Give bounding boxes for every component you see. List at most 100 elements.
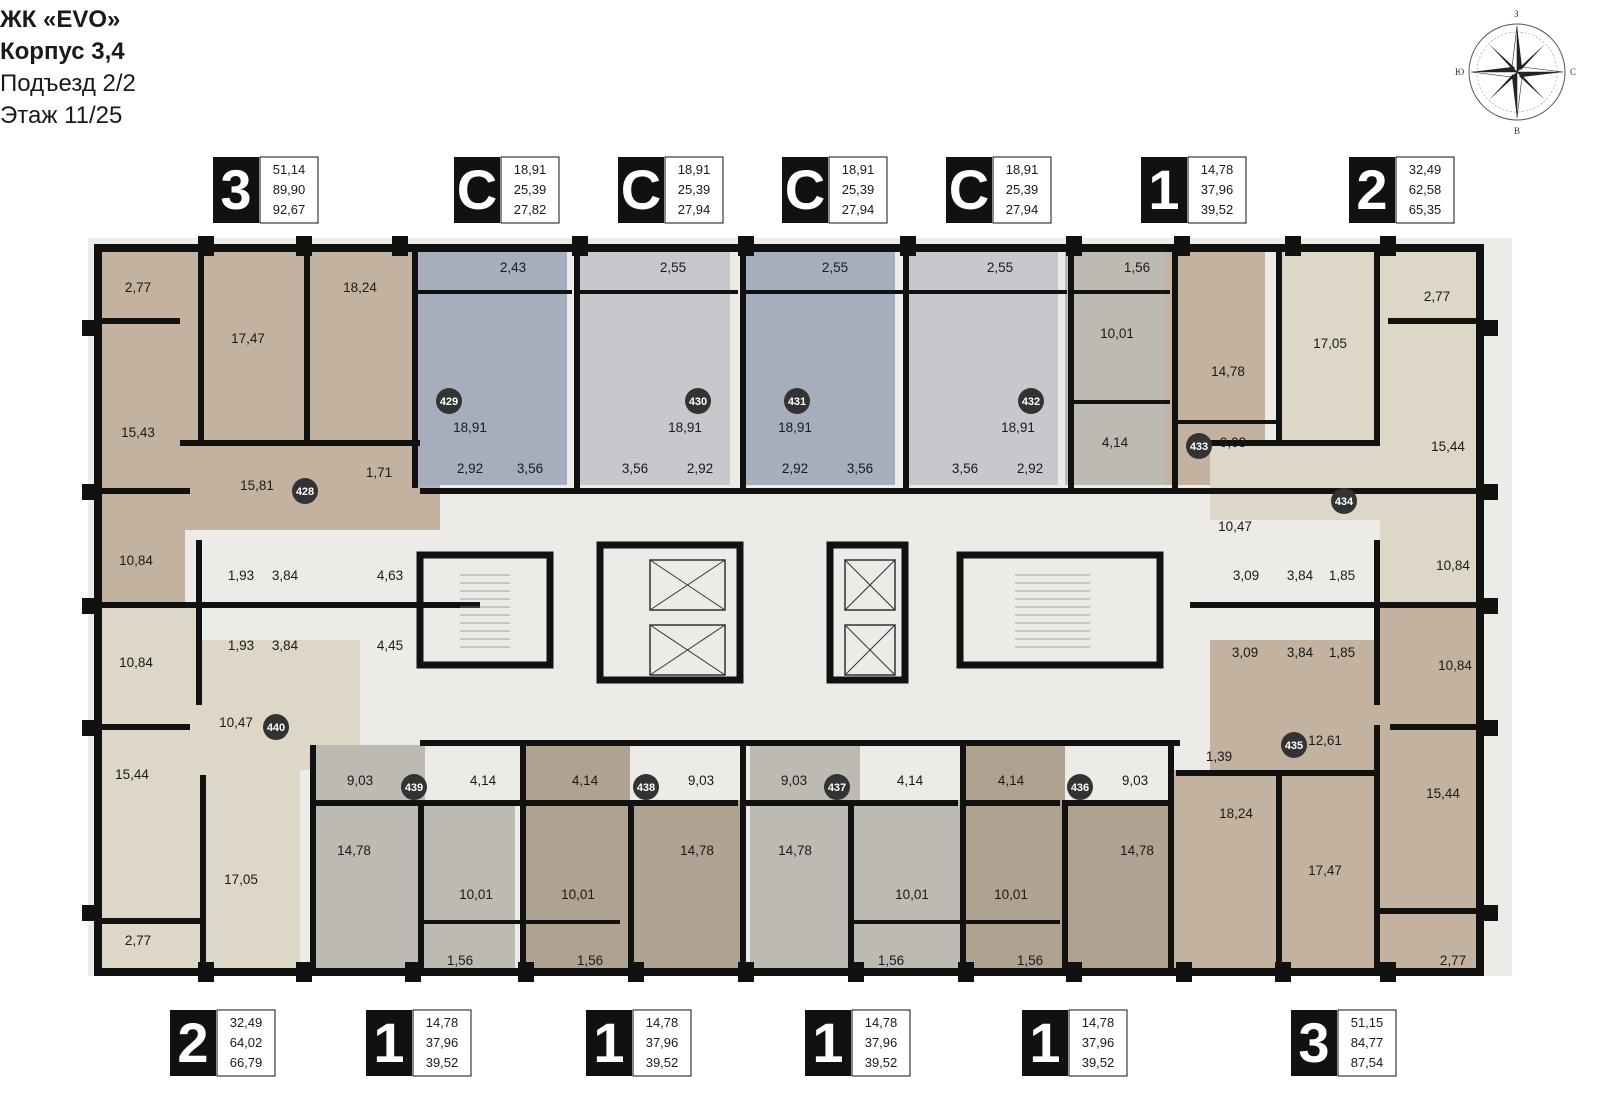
apartment-badge[interactable]: 440 xyxy=(263,714,289,740)
apartment-number: 435 xyxy=(1285,740,1303,752)
compass-s: В xyxy=(1514,126,1520,136)
apartment-number: 434 xyxy=(1335,496,1354,508)
room-area-label: 15,43 xyxy=(121,425,155,440)
room-area-label: 2,55 xyxy=(660,260,686,275)
apartment-badge[interactable]: 430 xyxy=(685,388,711,414)
room-area-label: 10,47 xyxy=(1218,519,1252,534)
area-value-c: 39,52 xyxy=(646,1055,679,1070)
room-count-box xyxy=(618,157,664,223)
room-count-box xyxy=(1141,157,1187,223)
room-area-label: 18,91 xyxy=(668,420,702,435)
apartment-number: 430 xyxy=(689,396,707,408)
room-area-label: 10,84 xyxy=(1438,658,1472,673)
area-value-c: 39,52 xyxy=(865,1055,898,1070)
room-area-label: 1,56 xyxy=(447,953,473,968)
room-area-label: 3,84 xyxy=(1287,568,1314,583)
apartment-badge[interactable]: 437 xyxy=(824,774,850,800)
area-value-b: 37,96 xyxy=(646,1035,679,1050)
room-area-label: 3,84 xyxy=(272,568,299,583)
apartment-badge[interactable]: 429 xyxy=(436,388,462,414)
room-area-label: 4,63 xyxy=(377,568,403,583)
room-area-label: 4,14 xyxy=(897,773,924,788)
room-area-label: 14,78 xyxy=(337,843,371,858)
room-count: 2 xyxy=(177,1011,208,1074)
room-area-label: 1,71 xyxy=(366,465,392,480)
room-count: С xyxy=(949,158,989,221)
compass-e: С xyxy=(1570,67,1576,77)
room-area-label: 2,55 xyxy=(987,260,1013,275)
room-area-label: 15,44 xyxy=(1426,786,1460,801)
room-area-label: 1,39 xyxy=(1206,749,1232,764)
room-count-box xyxy=(1022,1010,1068,1076)
area-value-a: 14,78 xyxy=(426,1015,459,1030)
apartment-badge[interactable]: 438 xyxy=(633,774,659,800)
room-area-label: 2,92 xyxy=(687,461,713,476)
room-area-label: 4,14 xyxy=(1102,435,1129,450)
room-area-label: 10,84 xyxy=(119,655,153,670)
room-area-label: 18,91 xyxy=(453,420,487,435)
room-area-label: 15,81 xyxy=(240,478,274,493)
room-area-label: 10,84 xyxy=(1436,558,1470,573)
apartment-badge[interactable]: 431 xyxy=(784,388,810,414)
apartment-badge-circle xyxy=(1018,388,1044,414)
apartment-badge[interactable]: 436 xyxy=(1067,774,1093,800)
apartment-badge-circle xyxy=(685,388,711,414)
area-box xyxy=(828,156,888,224)
area-value-a: 18,91 xyxy=(678,162,711,177)
complex-name: ЖК «EVO» xyxy=(0,6,121,33)
apartment-badge[interactable]: 434 xyxy=(1331,488,1357,514)
room-area-label: 14,78 xyxy=(1211,364,1245,379)
room-count-box xyxy=(946,157,992,223)
room-count-box xyxy=(213,157,259,223)
apartment-badge[interactable]: 435 xyxy=(1281,732,1307,758)
apartment-badge[interactable]: 432 xyxy=(1018,388,1044,414)
compass-n: З xyxy=(1514,9,1519,19)
area-value-a: 18,91 xyxy=(1006,162,1039,177)
room-count: 3 xyxy=(1298,1011,1329,1074)
entrance-number: Подъезд 2/2 xyxy=(0,70,136,97)
area-value-b: 37,96 xyxy=(1201,182,1234,197)
room-area-label: 4,45 xyxy=(377,638,403,653)
room-area-label: 3,84 xyxy=(272,638,299,653)
room-count-box xyxy=(454,157,500,223)
room-count-box xyxy=(805,1010,851,1076)
area-value-a: 14,78 xyxy=(1201,162,1234,177)
apartment-badge-circle xyxy=(1186,433,1212,459)
room-area-label: 9,03 xyxy=(347,773,373,788)
room-area-label: 1,85 xyxy=(1329,645,1355,660)
plan-title-block: ЖК «EVO» Корпус 3,4 Подъезд 2/2 Этаж 11/… xyxy=(0,4,136,132)
compass-w: Ю xyxy=(1455,67,1464,77)
room-area-label: 15,44 xyxy=(115,767,149,782)
stair-elevator-cores xyxy=(416,541,1164,684)
area-value-c: 39,52 xyxy=(1082,1055,1115,1070)
apartment-badge[interactable]: 433 xyxy=(1186,433,1212,459)
room-area-label: 4,14 xyxy=(572,773,599,788)
room-area-label: 2,92 xyxy=(782,461,808,476)
area-value-c: 27,94 xyxy=(678,202,711,217)
area-value-a: 51,14 xyxy=(273,162,306,177)
room-area-label: 3,56 xyxy=(517,461,543,476)
area-box xyxy=(1068,1009,1128,1077)
area-value-a: 51,15 xyxy=(1351,1015,1384,1030)
apartment-badges[interactable]: 428 429 430 431 432 433 434 435 436 437 438 439 440 xyxy=(263,388,1357,800)
apartment-number: 431 xyxy=(788,396,806,408)
room-area-label: 12,61 xyxy=(1308,733,1342,748)
room-area-label: 2,77 xyxy=(1440,953,1466,968)
room-count-box xyxy=(782,157,828,223)
apartment-badge[interactable]: 439 xyxy=(401,774,427,800)
apartment-badge[interactable]: 428 xyxy=(292,478,318,504)
